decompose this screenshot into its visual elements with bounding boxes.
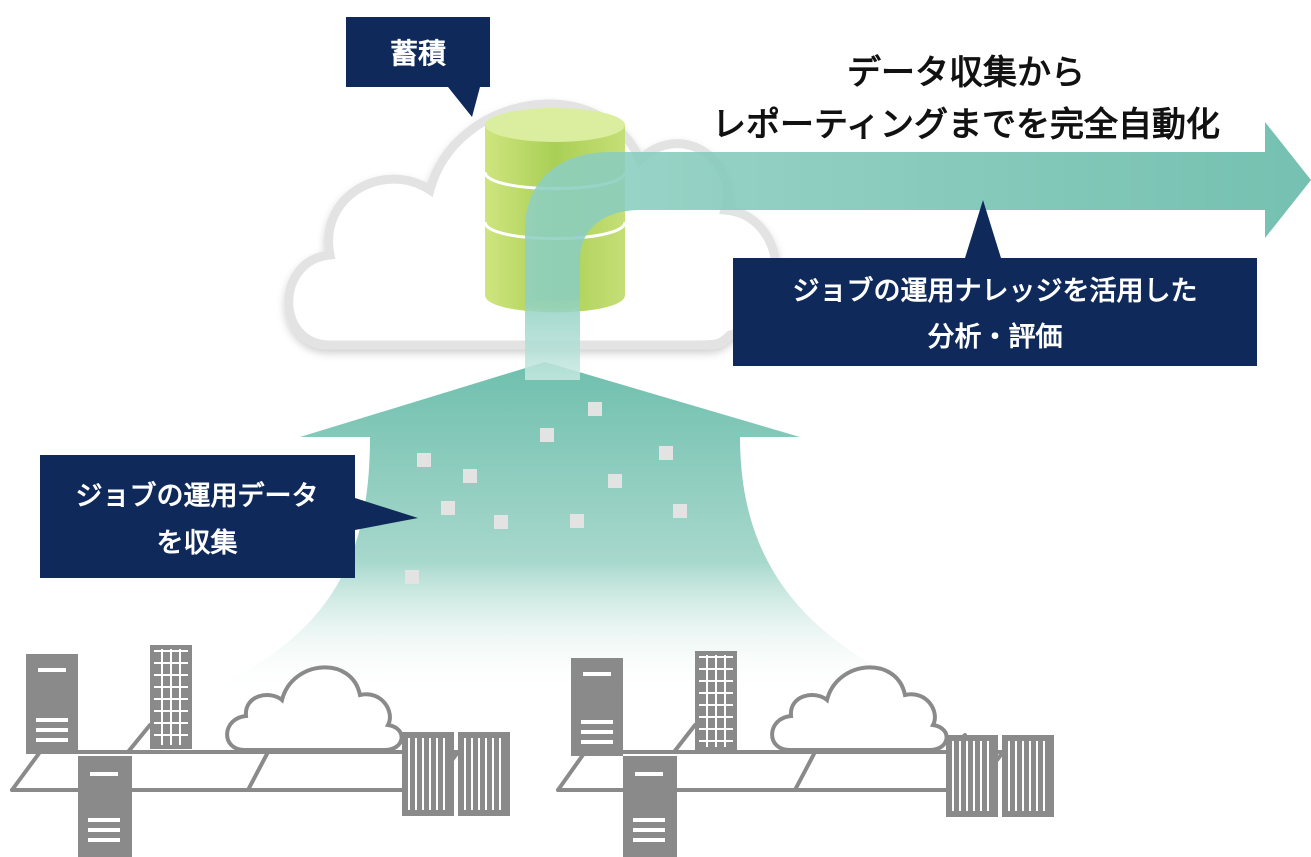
callout-analysis-line-2: 分析・評価 [928,321,1063,353]
data-packet-icon [494,515,508,529]
storage-array-icon [402,732,510,816]
data-packet-icon [608,474,622,488]
data-packet-icon [441,501,455,515]
callout-storage: 蓄積 [346,17,490,117]
data-packets [405,402,687,584]
callout-analysis: ジョブの運用ナレッジを活用した 分析・評価 [733,200,1257,366]
collection-arrow [195,362,935,695]
data-packet-icon [463,469,477,483]
callout-collect-line-1: ジョブの運用データ [76,480,319,512]
reporting-arrow [525,122,1311,300]
server-icon [26,654,78,754]
data-packet-icon [570,514,584,528]
data-packet-icon [405,570,419,584]
callout-collect-line-2: を収集 [157,527,239,559]
server-icon [78,756,132,857]
data-packet-icon [673,504,687,518]
infrastructure-group-left [10,645,510,857]
server-icon [623,756,677,857]
server-icon [571,658,623,756]
data-packet-icon [659,446,673,460]
infrastructure-group-right [556,651,1054,857]
data-packet-icon [540,428,554,442]
data-packet-icon [417,453,431,467]
cloud-icon [770,665,949,752]
storage-array-icon [946,735,1054,817]
callout-collect: ジョブの運用データ を収集 [40,455,418,578]
server-icon [150,645,192,749]
headline-line-2: レポーティングまでを完全自動化 [712,105,1220,145]
collection-stem [525,300,580,380]
headline-line-1: データ収集から [847,53,1085,93]
cloud-icon [225,665,404,752]
data-packet-icon [588,402,602,416]
callout-storage-label: 蓄積 [390,37,446,70]
callout-analysis-line-1: ジョブの運用ナレッジを活用した [793,275,1198,307]
server-icon [695,651,737,751]
